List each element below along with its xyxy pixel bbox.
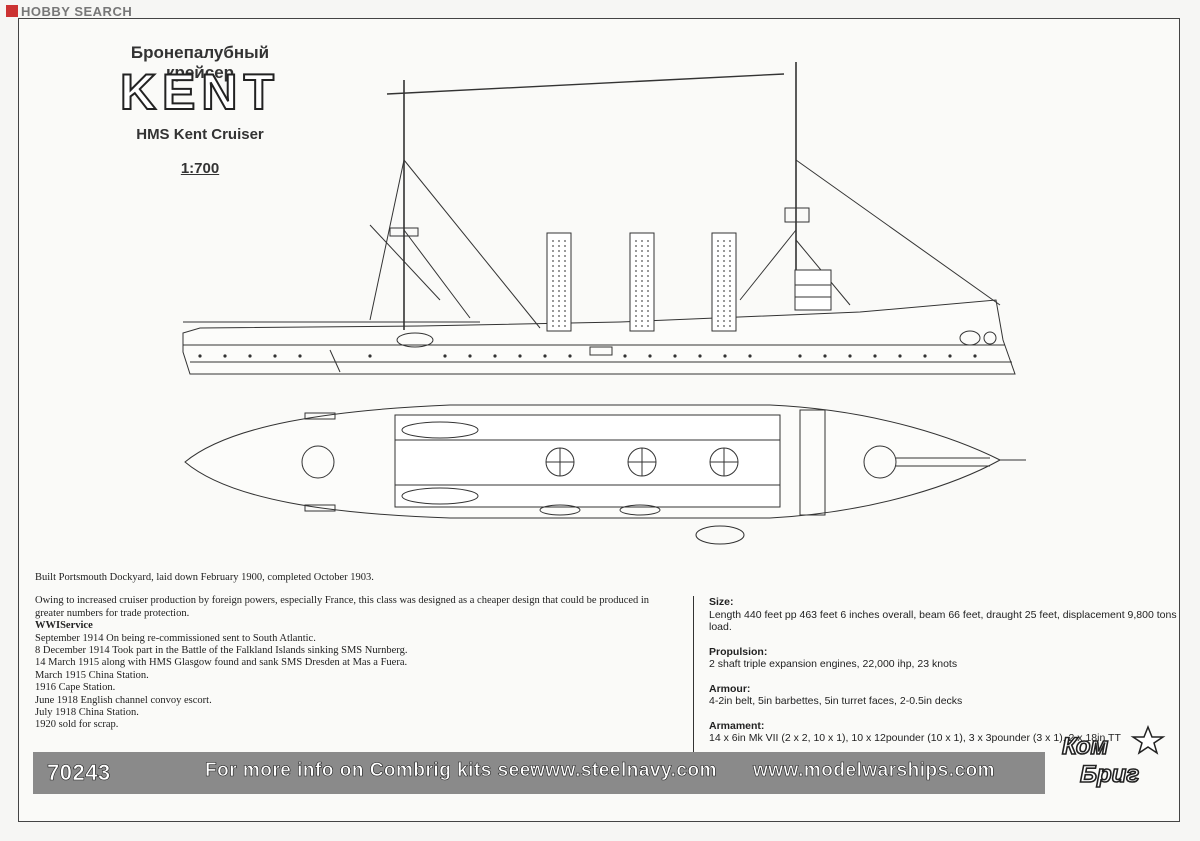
- service-item: 1920 sold for scrap.: [35, 719, 119, 731]
- history-text: Built Portsmouth Dockyard, laid down Feb…: [35, 572, 675, 732]
- service-item: 8 December 1914 Took part in the Battle …: [35, 645, 408, 657]
- service-heading: WWIService: [35, 620, 93, 632]
- subtitle: HMS Kent Cruiser: [136, 126, 264, 143]
- spec-label: Armament:: [709, 719, 765, 732]
- brand-line-1: Ком: [1061, 732, 1109, 761]
- spec-propulsion: Propulsion: 2 shaft triple expansion eng…: [709, 646, 1189, 671]
- history-intro: Owing to increased cruiser production by…: [35, 595, 650, 619]
- brand-line-2: Бриг: [1079, 760, 1140, 789]
- spec-value: 14 x 6in Mk VII (2 x 2, 10 x 1), 10 x 12…: [709, 732, 1121, 744]
- watermark: HOBBY SEARCH: [6, 4, 132, 19]
- plan-view-drawing: [184, 404, 1026, 545]
- history-built: Built Portsmouth Dockyard, laid down Feb…: [35, 572, 374, 583]
- brand-star-icon: [1130, 725, 1166, 755]
- spec-armour: Armour: 4-2in belt, 5in barbettes, 5in t…: [709, 683, 1189, 708]
- service-item: September 1914 On being re-commissioned …: [35, 632, 316, 644]
- spec-value: 4-2in belt, 5in barbettes, 5in turret fa…: [709, 695, 963, 707]
- spec-value: 2 shaft triple expansion engines, 22,000…: [709, 658, 958, 670]
- specs-panel: Size: Length 440 feet pp 463 feet 6 inch…: [693, 596, 1189, 757]
- footer-link-steelnavy[interactable]: www.steelnavy.com: [530, 760, 717, 782]
- scale-label: 1:700: [180, 160, 220, 177]
- ship-name-title: KENT: [119, 63, 281, 121]
- portholes: [198, 354, 977, 358]
- spec-armament: Armament: 14 x 6in Mk VII (2 x 2, 10 x 1…: [709, 720, 1189, 745]
- spec-label: Propulsion:: [709, 645, 768, 658]
- title-russian: Бронепалубный крейсер: [130, 43, 270, 82]
- brand-logo: Ком Бриг: [1050, 725, 1170, 795]
- spec-label: Size:: [709, 596, 734, 608]
- service-item: June 1918 English channel convoy escort.: [35, 694, 212, 706]
- spec-label: Armour:: [709, 682, 751, 695]
- service-item: July 1918 China Station.: [35, 707, 139, 719]
- spec-size: Size: Length 440 feet pp 463 feet 6 inch…: [709, 596, 1189, 634]
- watermark-logo-icon: [6, 5, 18, 17]
- service-item: 1916 Cape Station.: [35, 682, 116, 694]
- spec-value: Length 440 feet pp 463 feet 6 inches ove…: [709, 608, 1177, 634]
- footer-link-modelwarships[interactable]: www.modelwarships.com: [753, 760, 996, 782]
- side-profile-drawing: [182, 62, 1016, 375]
- footer-info: For more info on Combrig kits see:: [205, 760, 538, 782]
- ship-drawing: [182, 62, 1026, 545]
- service-item: March 1915 China Station.: [35, 669, 149, 681]
- footer-banner: 70243 For more info on Combrig kits see:…: [33, 752, 1045, 794]
- kit-number: 70243: [47, 760, 111, 786]
- service-item: 14 March 1915 along with HMS Glasgow fou…: [35, 657, 408, 669]
